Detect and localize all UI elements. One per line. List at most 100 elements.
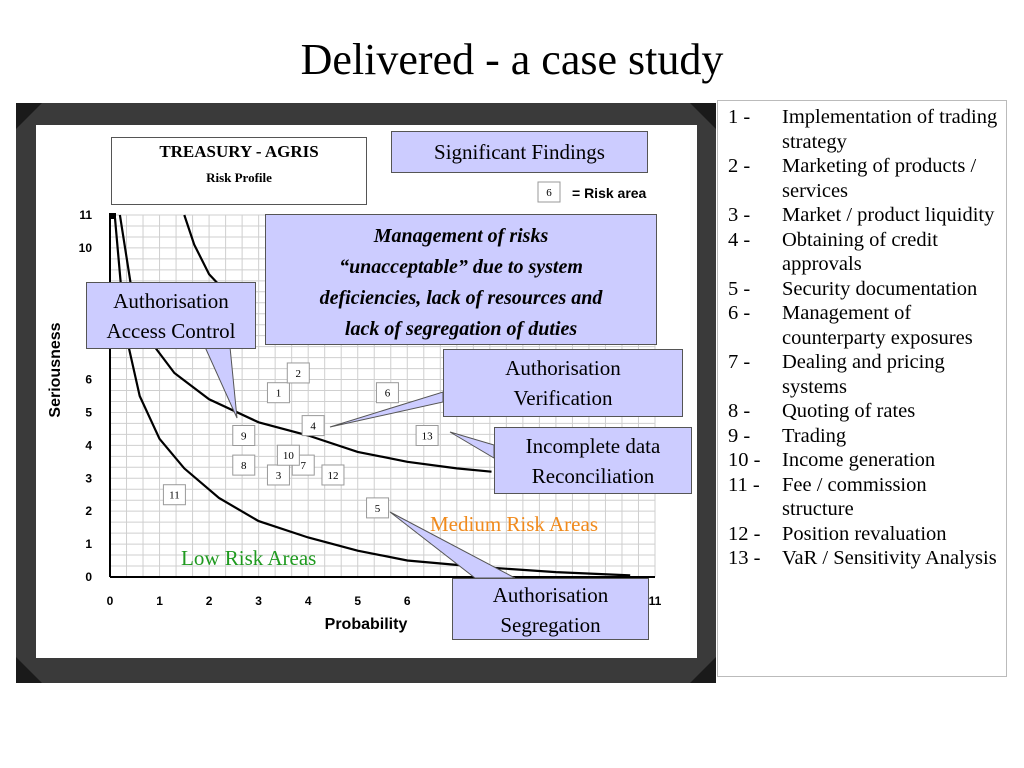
- management-risks-box: Management of risks “unacceptable” due t…: [265, 214, 657, 345]
- legend-text: Trading: [782, 424, 847, 447]
- legend-text: Management of counterparty exposures: [782, 302, 973, 349]
- y-tick-label: 0: [85, 570, 92, 584]
- y-tick-label: 5: [85, 405, 92, 419]
- legend-text: Position revaluation: [782, 522, 947, 545]
- risk-point-label: 7: [300, 460, 306, 472]
- y-tick-label: 10: [79, 241, 93, 255]
- risk-point-box: [266, 382, 290, 404]
- legend-number: 13 -: [728, 547, 761, 569]
- risk-point-box: [321, 464, 345, 486]
- risk-point-box: [232, 454, 256, 476]
- incomplete-data-box: Incomplete data Reconciliation: [494, 427, 692, 494]
- risk-point-label: 6: [385, 388, 391, 400]
- risk-point-label: 13: [422, 430, 434, 442]
- management-line: deficiencies, lack of resources and: [319, 287, 603, 309]
- slide-title: Delivered - a case study: [300, 35, 724, 84]
- legend-text: Market / product liquidity: [782, 204, 995, 226]
- profile-subtitle: Risk Profile: [206, 170, 272, 185]
- legend-item: 4 - Obtaining of credit approvals: [728, 228, 1006, 277]
- management-line: Management of risks: [373, 225, 549, 247]
- y-tick-label: 11: [79, 208, 92, 222]
- incomplete-data-line: Incomplete data: [525, 434, 661, 458]
- profile-title: TREASURY - AGRIS: [159, 142, 319, 161]
- verification-box: Authorisation Verification: [443, 349, 683, 417]
- legend-text: Income generation: [782, 449, 936, 471]
- risk-point-box: [232, 424, 256, 446]
- x-tick-label: 0: [107, 594, 114, 608]
- y-tick-label: 3: [85, 471, 92, 485]
- key-label: = Risk area: [572, 185, 647, 201]
- risk-point-label: 8: [241, 460, 247, 472]
- legend-text: Dealing and pricing systems: [782, 351, 945, 398]
- risk-point-label: 4: [310, 421, 316, 433]
- segregation-line: Authorisation: [492, 583, 609, 607]
- frame-corner: [690, 657, 716, 683]
- risk-point-label: 1: [276, 388, 282, 400]
- x-tick-label: 11: [649, 594, 662, 608]
- y-tick-label: 2: [85, 504, 92, 518]
- legend-item: 10 - Income generation: [728, 448, 1006, 473]
- significant-findings-box: Significant Findings: [391, 131, 648, 173]
- legend-text: Obtaining of credit approvals: [782, 228, 938, 276]
- risk-point-label: 9: [241, 430, 247, 442]
- risk-point-box: [375, 382, 399, 404]
- legend-number: 5 -: [728, 277, 751, 300]
- axis-origin-marker: [110, 213, 116, 219]
- legend-text: VaR / Sensitivity Analysis: [782, 547, 997, 569]
- risk-point-box: [286, 362, 310, 384]
- management-line: lack of segregation of duties: [344, 318, 578, 340]
- risk-point-label: 12: [327, 470, 338, 482]
- x-tick-label: 1: [156, 594, 163, 608]
- legend-number: 3 -: [728, 204, 751, 226]
- verification-line: Authorisation: [505, 356, 621, 380]
- x-tick-label: 3: [255, 594, 262, 608]
- legend-number: 4 -: [728, 228, 751, 251]
- legend-number: 10 -: [728, 449, 761, 471]
- verification-line: Verification: [513, 386, 613, 410]
- x-tick-label: 2: [206, 594, 213, 608]
- segregation-line: Segregation: [500, 613, 601, 637]
- management-line: “unacceptable” due to system: [339, 256, 583, 278]
- x-axis-label: Probability: [325, 616, 408, 633]
- legend-item: 11 -Fee / commission structure: [728, 473, 1006, 522]
- key-sample-box: [537, 181, 561, 203]
- legend-number: 1 -: [728, 106, 751, 128]
- profile-box: TREASURY - AGRIS Risk Profile: [111, 137, 367, 205]
- legend-item: 7 -Dealing and pricing systems: [728, 350, 1006, 399]
- risk-point-box: [276, 444, 300, 466]
- frame-corner: [16, 103, 42, 129]
- legend-item: 6 -Management of counterparty exposures: [728, 301, 1006, 350]
- y-tick-label: 1: [85, 537, 92, 551]
- access-control-line: Access Control: [106, 319, 236, 343]
- key-sample-label: 6: [546, 187, 552, 199]
- legend-item: 8 - Quoting of rates: [728, 399, 1006, 424]
- legend-item: 9 -Trading: [728, 424, 1006, 449]
- risk-point-label: 2: [296, 368, 302, 380]
- risk-point-box: [415, 424, 439, 446]
- legend-text: Security documentation: [782, 277, 978, 300]
- legend-item: 2 -Marketing of products / services: [728, 154, 1006, 203]
- legend-item: 12 -Position revaluation: [728, 522, 1006, 547]
- access-control-line: Authorisation: [113, 289, 229, 313]
- low-risk-label: Low Risk Areas: [181, 546, 317, 570]
- x-tick-label: 6: [404, 594, 411, 608]
- risk-point-box: [366, 497, 390, 519]
- risk-point-label: 11: [169, 490, 180, 502]
- risk-point-box: [162, 484, 186, 506]
- incomplete-data-line: Reconciliation: [531, 464, 655, 488]
- y-tick-label: 6: [85, 373, 92, 387]
- legend-text: Fee / commission structure: [782, 473, 927, 521]
- legend-number: 2 -: [728, 155, 751, 177]
- y-axis-label: Seriousness: [47, 322, 64, 417]
- risk-point-box: [301, 415, 325, 437]
- legend-text: Quoting of rates: [782, 400, 916, 422]
- access-control-box: Authorisation Access Control: [86, 282, 256, 349]
- risk-point-label: 3: [276, 470, 282, 482]
- legend-item: 13 - VaR / Sensitivity Analysis: [728, 546, 1006, 571]
- frame-corner: [690, 103, 716, 129]
- y-tick-label: 4: [85, 438, 92, 452]
- risk-point-label: 10: [283, 450, 295, 462]
- legend-number: 8 -: [728, 400, 751, 422]
